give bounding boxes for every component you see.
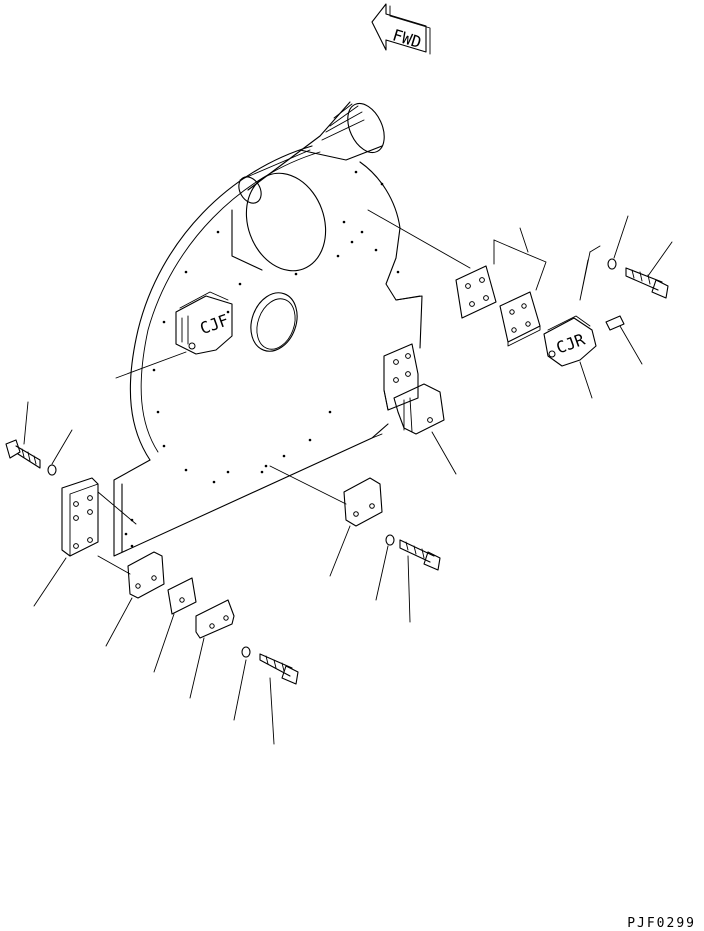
right-mount-bracket bbox=[543, 317, 597, 367]
housing-holes bbox=[124, 170, 400, 548]
left-mount-mark: CJF bbox=[197, 310, 231, 338]
center-mount-stack bbox=[269, 465, 441, 571]
right-mount-mark: CJR bbox=[554, 330, 588, 358]
group-leader bbox=[493, 239, 547, 291]
housing-opening bbox=[250, 292, 298, 352]
bolt-center bbox=[399, 539, 435, 563]
center-block bbox=[343, 477, 383, 527]
pin bbox=[605, 315, 625, 331]
fwd-arrow: FWD bbox=[371, 3, 431, 55]
bolt-upper-right bbox=[625, 267, 663, 291]
front-shim-b bbox=[195, 599, 235, 639]
washer-center bbox=[385, 534, 395, 546]
washer-upper-right bbox=[607, 258, 617, 270]
centerline bbox=[97, 491, 137, 525]
rear-mount-stack: CJR bbox=[367, 209, 669, 367]
bolt-lower bbox=[259, 653, 293, 677]
crank-boss bbox=[231, 101, 385, 272]
front-plate bbox=[61, 477, 99, 557]
centerline bbox=[367, 209, 471, 269]
bolt-head-left bbox=[5, 439, 21, 459]
front-shim-a bbox=[167, 577, 197, 615]
washer-lower bbox=[241, 646, 251, 658]
front-block bbox=[127, 551, 165, 599]
leader-line bbox=[579, 251, 591, 301]
callout-leaders bbox=[23, 215, 673, 745]
fwd-label: FWD bbox=[390, 25, 423, 52]
centerline bbox=[269, 465, 347, 505]
leader-line bbox=[115, 351, 187, 379]
front-mount-stack bbox=[5, 439, 299, 685]
figure-code: PJF0299 bbox=[627, 916, 696, 931]
shim-plate bbox=[455, 265, 497, 319]
left-mount-bracket: CJF bbox=[175, 291, 233, 355]
washer-left bbox=[47, 464, 57, 476]
spacer-block bbox=[499, 291, 541, 343]
housing-right-plates bbox=[383, 343, 445, 435]
